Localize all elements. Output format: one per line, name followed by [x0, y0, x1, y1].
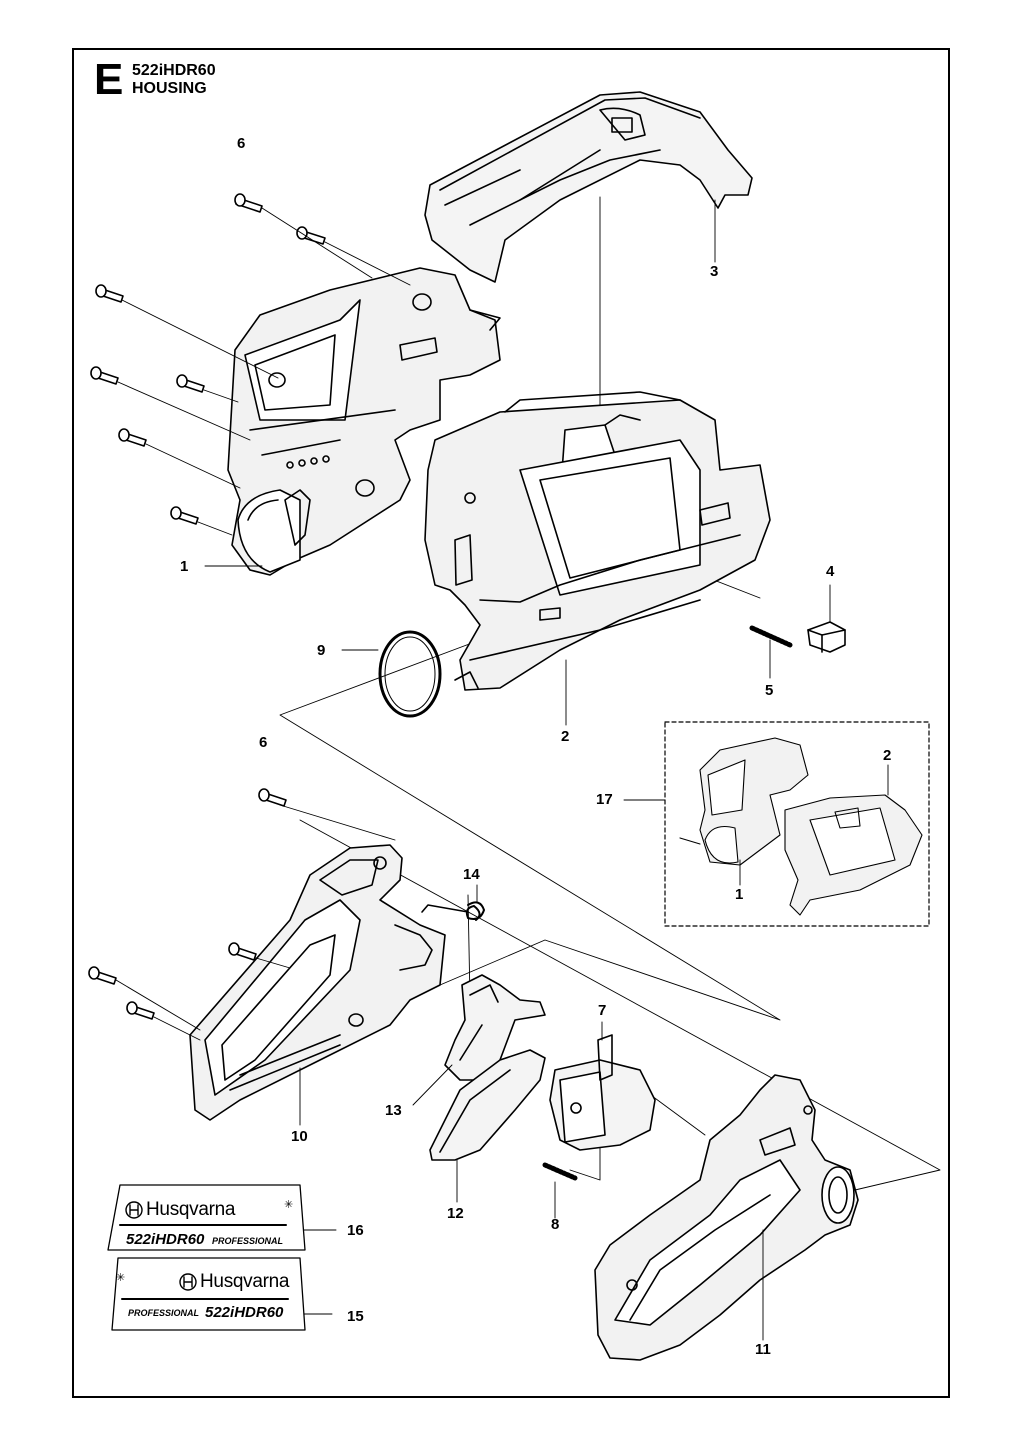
part-7-switch	[549, 1034, 656, 1151]
callout-13: 13	[385, 1102, 402, 1119]
part-3-handle-cover	[424, 91, 753, 283]
part-10-front-handle-left	[189, 844, 446, 1121]
callout-1: 1	[180, 558, 189, 575]
callout-9: 9	[317, 642, 326, 659]
callout-16: 16	[347, 1222, 364, 1239]
bluetooth-icon: ✳	[116, 1272, 126, 1284]
callout-11: 11	[755, 1341, 771, 1358]
callout-1-kit: 1	[735, 886, 744, 903]
callout-3: 3	[710, 263, 719, 280]
part-11-front-handle-right	[594, 1074, 859, 1361]
callout-4: 4	[826, 563, 835, 580]
callout-17: 17	[596, 791, 613, 808]
part-12-trigger-cover	[429, 1049, 546, 1161]
callout-2-kit: 2	[883, 747, 892, 764]
part-13-trigger	[444, 974, 546, 1081]
decal-15-model: 522iHDR60	[205, 1304, 284, 1321]
part-8-spring	[542, 1162, 578, 1181]
callout-10: 10	[291, 1128, 308, 1145]
callout-15: 15	[347, 1308, 364, 1325]
husqvarna-crown-icon	[125, 1201, 197, 1291]
part-17-kit-drawing	[679, 737, 923, 916]
callout-2: 2	[561, 728, 570, 745]
callout-7: 7	[598, 1002, 607, 1019]
decal-16-model: 522iHDR60	[126, 1231, 205, 1248]
part-2-right-housing	[424, 391, 771, 691]
bluetooth-icon: ✳	[284, 1199, 294, 1211]
callout-6-bottom: 6	[259, 734, 268, 751]
part-9-o-ring	[378, 630, 442, 718]
part-1-left-housing	[227, 267, 501, 576]
decal-16-brand: Husqvarna	[146, 1199, 236, 1220]
decal-15-shape	[111, 1257, 306, 1331]
drawing-frame	[72, 48, 950, 1398]
model-title: 522iHDR60	[132, 62, 216, 79]
part-9-o-ring-inner	[384, 636, 436, 712]
decal-15-brand: Husqvarna	[200, 1271, 290, 1292]
decal-16-professional: PROFESSIONAL	[212, 1236, 284, 1246]
screws-6-bottom	[88, 788, 291, 1041]
callout-8: 8	[551, 1216, 560, 1233]
screws-6-top	[90, 193, 326, 525]
callout-5: 5	[765, 682, 774, 699]
callout-6-top: 6	[237, 135, 246, 152]
section-title: HOUSING	[132, 80, 207, 97]
part-17-kit-box	[664, 721, 930, 927]
callout-12: 12	[447, 1205, 464, 1222]
callout-14: 14	[463, 866, 480, 883]
part-14-torsion-spring	[421, 901, 485, 921]
decal-15-professional: PROFESSIONAL	[128, 1308, 200, 1318]
part-4-lock-button	[807, 621, 846, 653]
section-letter: E	[94, 55, 124, 104]
decal-16-shape	[107, 1184, 306, 1251]
part-5-spring	[749, 625, 793, 648]
